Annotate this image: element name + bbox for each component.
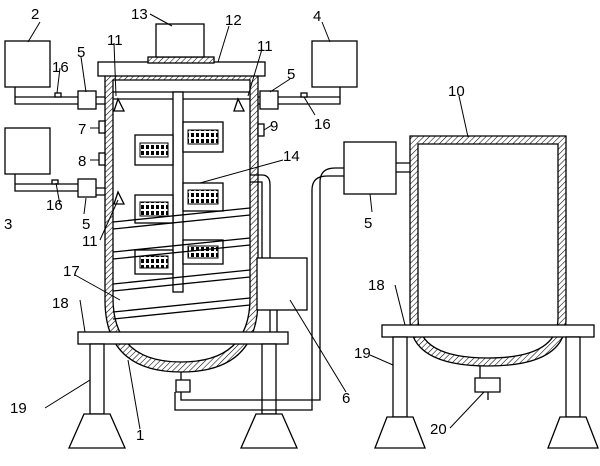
pump-5-a	[77, 90, 97, 110]
label-12: 12	[225, 12, 242, 29]
storage-tank	[409, 135, 567, 367]
label-17: 17	[63, 263, 80, 280]
label-11-c: 11	[82, 233, 98, 250]
label-19-a: 19	[10, 400, 27, 417]
label-11-a: 11	[107, 32, 123, 49]
motor	[155, 23, 205, 58]
label-16-b: 16	[46, 197, 63, 214]
support-platform-right	[381, 324, 595, 338]
port-9	[257, 123, 265, 137]
label-14: 14	[283, 148, 300, 165]
support-legs-right	[374, 336, 599, 449]
label-5-d: 5	[364, 215, 372, 232]
label-4: 4	[313, 8, 321, 25]
label-3: 3	[4, 216, 12, 233]
support-legs-left	[68, 343, 298, 449]
motor-base	[147, 56, 215, 64]
tank-2	[4, 40, 51, 88]
nozzle-11-b	[233, 97, 246, 112]
valve-16-a	[54, 92, 62, 98]
connector-6	[256, 257, 308, 311]
leader-lines	[27, 13, 485, 430]
label-1: 1	[136, 427, 144, 444]
stirring-paddles	[134, 121, 224, 275]
port-7	[98, 120, 106, 134]
label-18-a: 18	[52, 295, 69, 312]
pump-5-d	[343, 141, 397, 195]
label-5-c: 5	[287, 66, 295, 83]
label-19-b: 19	[354, 345, 371, 362]
tank-4	[311, 40, 358, 88]
label-20: 20	[430, 421, 447, 438]
label-2: 2	[31, 6, 39, 23]
tank-3	[4, 127, 51, 175]
pipe-tank2	[14, 87, 110, 110]
label-7: 7	[78, 121, 86, 138]
valve-16-c	[300, 92, 308, 98]
label-13: 13	[131, 6, 148, 23]
stirring-shaft	[172, 91, 184, 293]
pipe-tank4	[248, 87, 341, 110]
label-9: 9	[270, 118, 278, 135]
port-8	[98, 152, 106, 166]
inclined-plates	[112, 207, 251, 320]
label-8: 8	[78, 153, 86, 170]
lid	[97, 61, 266, 77]
pump-5-b	[77, 178, 97, 198]
pump-5-c	[259, 90, 279, 110]
valve-16-b	[51, 179, 59, 185]
label-5-a: 5	[77, 44, 85, 61]
side-pipe	[250, 174, 271, 258]
pipe-tank3	[14, 174, 110, 198]
label-10: 10	[448, 83, 465, 100]
label-6: 6	[342, 390, 350, 407]
label-16-a: 16	[52, 59, 69, 76]
nozzle-11-c	[113, 190, 126, 205]
label-11-b: 11	[257, 38, 273, 55]
label-18-b: 18	[368, 277, 385, 294]
tank-outlet	[474, 366, 501, 400]
label-16-c: 16	[314, 116, 331, 133]
nozzle-11-a	[113, 97, 126, 112]
reactor-outlet	[175, 372, 191, 393]
label-5-b: 5	[82, 216, 90, 233]
support-platform-left	[77, 331, 289, 345]
